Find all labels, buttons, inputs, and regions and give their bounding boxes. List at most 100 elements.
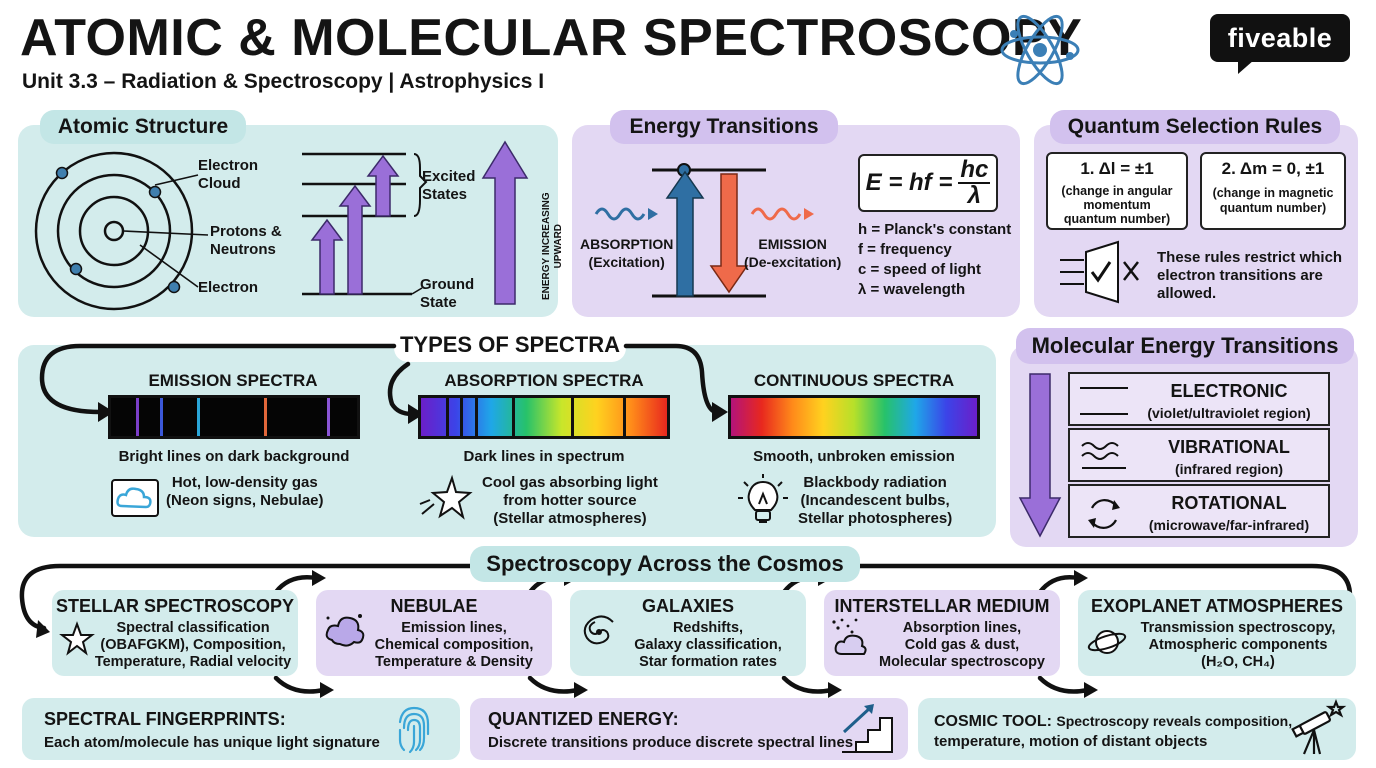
ground-state-label: Ground State: [420, 276, 475, 311]
wave-icon: [1081, 442, 1126, 469]
legend-frequency: f = frequency: [858, 241, 952, 258]
galaxies-title: GALAXIES: [641, 596, 734, 616]
rotational-level: ROTATIONAL (microwave/far-infrared): [1068, 484, 1330, 538]
rule-1-title: 1. Δl = ±1: [1080, 159, 1154, 178]
electronic-name: ELECTRONIC: [1170, 381, 1288, 401]
absorption-line: [512, 398, 516, 436]
quantized-text: Discrete transitions produce discrete sp…: [488, 734, 854, 751]
rule-2-title: 2. Δm = 0, ±1: [1221, 159, 1325, 178]
rule-1-desc: (change in angular momentum quantum numb…: [1061, 184, 1173, 226]
emission-spectra-example: Hot, low-density gas (Neon signs, Nebula…: [166, 474, 324, 509]
ism-text: Absorption lines, Cold gas & dust, Molec…: [879, 620, 1045, 670]
neon-sign-icon: [111, 479, 159, 517]
nebulae-title: NEBULAE: [390, 596, 478, 616]
absorption-line: [475, 398, 479, 436]
rotational-region: (microwave/far-infrared): [1148, 517, 1310, 533]
fiveable-logo: fiveable: [1210, 14, 1350, 74]
telescope-icon: [1291, 699, 1347, 755]
continuous-spectra-title: CONTINUOUS SPECTRA: [753, 371, 955, 390]
absorption-line: [571, 398, 575, 436]
absorption-spectrum-bar: [418, 395, 670, 439]
galaxies-text: Redshifts, Galaxy classification, Star f…: [634, 620, 782, 670]
electron-label: Electron: [198, 279, 259, 296]
exoplanet-card: EXOPLANET ATMOSPHERES Transmission spect…: [1078, 590, 1356, 676]
legend-wavelength: λ = wavelength: [858, 281, 966, 298]
cosmic-text-line2: temperature, motion of distant objects: [934, 733, 1208, 750]
selection-rules-note: These rules restrict which electron tran…: [1157, 249, 1343, 302]
quantized-title: QUANTIZED ENERGY:: [488, 709, 679, 729]
cosmic-tool-box: COSMIC TOOL: Spectroscopy reveals compos…: [918, 698, 1356, 760]
atomic-structure-heading: Atomic Structure: [40, 110, 246, 144]
rotation-icon: [1088, 499, 1120, 529]
bohr-atom-diagram: [34, 151, 209, 311]
stellar-text: Spectral classification (OBAFGKM), Compo…: [94, 620, 292, 670]
emission-line: [135, 398, 139, 436]
types-of-spectra-heading: TYPES OF SPECTRA: [394, 328, 626, 362]
star-icon: [59, 621, 95, 656]
rule-1-box: 1. Δl = ±1 (change in angular momentum q…: [1046, 152, 1188, 230]
emission-line: [197, 398, 201, 436]
electronic-level: ELECTRONIC (violet/ultraviolet region): [1068, 372, 1330, 426]
stellar-title: STELLAR SPECTROSCOPY: [55, 596, 295, 616]
vibrational-level: VIBRATIONAL (infrared region): [1068, 428, 1330, 482]
spiral-galaxy-icon: [583, 615, 614, 645]
vibrational-region: (infrared region): [1174, 461, 1284, 477]
selection-rules-heading: Quantum Selection Rules: [1050, 110, 1340, 144]
star-icon: [419, 474, 473, 520]
rule-2-box: 2. Δm = 0, ±1 (change in magnetic quantu…: [1200, 152, 1346, 230]
absorption-line: [622, 398, 626, 436]
emission-spectra-title: EMISSION SPECTRA: [148, 371, 318, 390]
types-of-spectra-panel: [18, 345, 996, 537]
logo-text: fiveable: [1227, 22, 1333, 53]
excited-states-label: Excited States: [422, 168, 476, 203]
vibrational-name: VIBRATIONAL: [1168, 437, 1290, 457]
atomic-structure-panel: [18, 125, 558, 317]
nebulae-card: NEBULAE Emission lines, Chemical composi…: [316, 590, 552, 676]
ism-card: INTERSTELLAR MEDIUM Absorption lines, Co…: [824, 590, 1060, 676]
emission-line: [263, 398, 267, 436]
electronic-region: (violet/ultraviolet region): [1147, 405, 1311, 421]
legend-speed-of-light: c = speed of light: [858, 261, 981, 278]
absorption-spectra-caption: Dark lines in spectrum: [463, 448, 625, 465]
galaxies-card: GALAXIES Redshifts, Galaxy classificatio…: [570, 590, 806, 676]
emission-spectrum-bar: [108, 395, 360, 439]
page-title: ATOMIC & MOLECULAR SPECTROSCOPY: [20, 9, 1083, 67]
cosmos-heading: Spectroscopy Across the Cosmos: [470, 546, 860, 582]
energy-transitions-heading: Energy Transitions: [610, 110, 838, 144]
absorption-label: ABSORPTION (Excitation): [580, 236, 674, 270]
ringed-planet-icon: [1087, 630, 1127, 654]
continuous-spectrum-bar: [728, 395, 980, 439]
types-of-spectra-text: TYPES OF SPECTRA: [399, 332, 621, 357]
formula-left: E = hf =: [865, 169, 953, 196]
stellar-card: STELLAR SPECTROSCOPY Spectral classifica…: [52, 590, 298, 676]
filter-check-cross-icon: [1060, 240, 1139, 304]
fingerprints-box: SPECTRAL FINGERPRINTS: Each atom/molecul…: [22, 698, 460, 760]
transition-diagram: [594, 163, 814, 298]
absorption-line: [445, 398, 449, 436]
continuous-spectra-example: Blackbody radiation (Incandescent bulbs,…: [798, 474, 953, 527]
fingerprint-icon: [398, 706, 430, 754]
emission-label: EMISSION (De-excitation): [744, 236, 842, 270]
rotational-name: ROTATIONAL: [1171, 493, 1287, 513]
emission-line: [160, 398, 164, 436]
cosmic-title: COSMIC TOOL: Spectroscopy reveals compos…: [934, 712, 1292, 731]
formula-denominator: λ: [967, 182, 982, 209]
molecular-energy-arrow: [1018, 373, 1062, 538]
energy-formula-box: E = hf = hc λ: [858, 154, 998, 212]
nebula-cloud-icon: [325, 614, 365, 647]
atom-icon: [1000, 14, 1080, 86]
protons-neutrons-label: Protons & Neutrons: [210, 223, 282, 258]
exoplanet-title: EXOPLANET ATMOSPHERES: [1090, 596, 1344, 616]
rule-2-desc: (change in magnetic quantum number): [1212, 186, 1334, 215]
continuous-spectra-caption: Smooth, unbroken emission: [753, 448, 955, 465]
emission-line: [327, 398, 331, 436]
legend-planck: h = Planck's constant: [858, 221, 1012, 238]
electronic-levels-icon: [1080, 387, 1128, 415]
fingerprints-text: Each atom/molecule has unique light sign…: [44, 734, 380, 751]
ism-title: INTERSTELLAR MEDIUM: [834, 596, 1050, 616]
emission-spectra-caption: Bright lines on dark background: [118, 448, 350, 465]
page-subtitle: Unit 3.3 – Radiation & Spectroscopy | As…: [22, 70, 545, 93]
fingerprints-title: SPECTRAL FINGERPRINTS:: [44, 709, 286, 729]
dust-cloud-icon: [832, 618, 867, 655]
